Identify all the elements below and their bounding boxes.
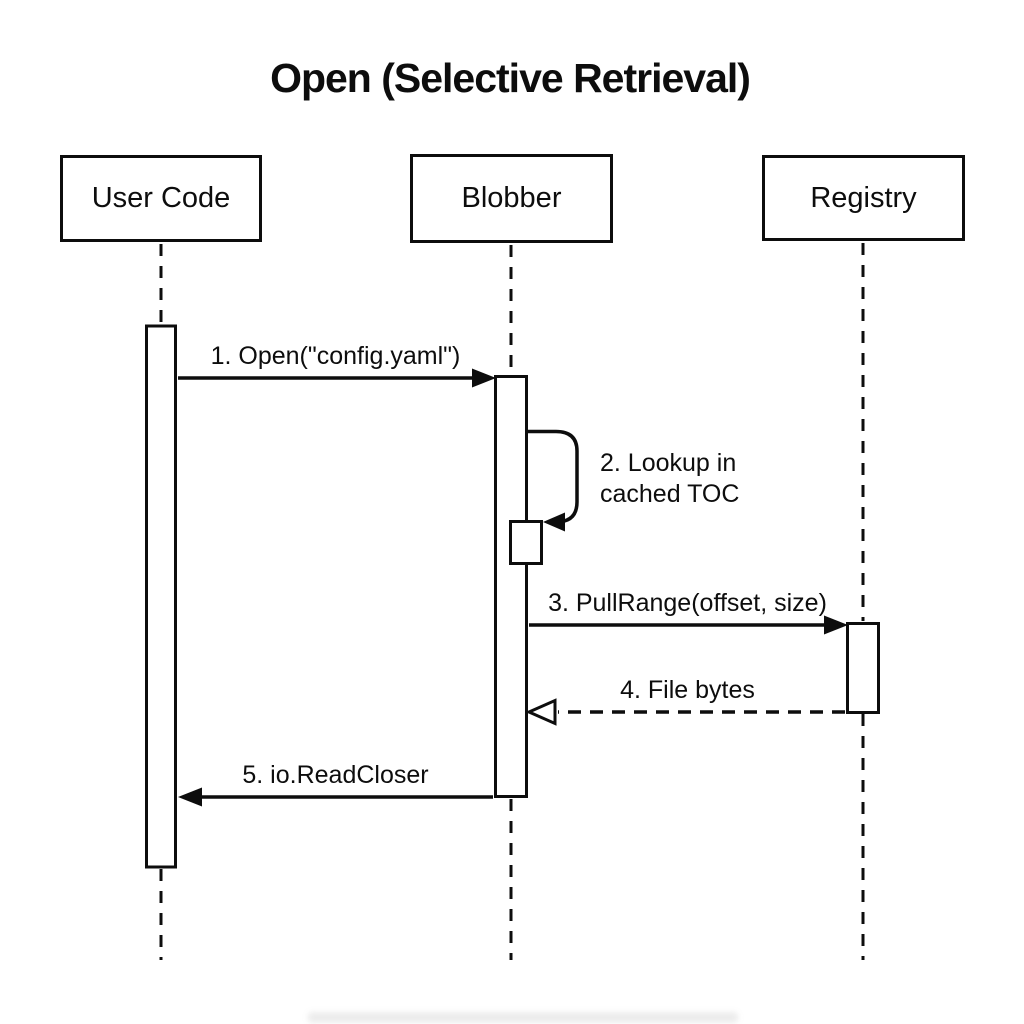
participant-registry: Registry	[762, 155, 965, 241]
cropped-text-artifact	[308, 1012, 738, 1023]
blobber-nested-activation	[509, 520, 543, 565]
message-1-arrowhead-icon	[472, 368, 496, 388]
participant-user-code: User Code	[60, 155, 262, 242]
message-2-self-loop-line	[527, 429, 579, 524]
blobber-activation	[494, 375, 528, 798]
message-3-label: 3. PullRange(offset, size)	[548, 589, 827, 617]
message-4-label: 4. File bytes	[620, 676, 755, 704]
participant-user-code-label: User Code	[91, 182, 231, 214]
message-4-open-arrowhead-icon	[525, 698, 557, 726]
participant-blobber: Blobber	[410, 154, 613, 243]
message-1-label: 1. Open("config.yaml")	[210, 342, 461, 370]
message-3-arrowhead-icon	[824, 615, 848, 635]
message-2-arrowhead-icon	[543, 512, 565, 532]
message-2-label: 2. Lookup in cached TOC	[600, 449, 740, 508]
diagram-title: Open (Selective Retrieval)	[270, 55, 751, 101]
registry-activation	[846, 622, 880, 714]
participant-blobber-label: Blobber	[461, 182, 562, 214]
user-code-activation	[145, 324, 177, 869]
message-5-label: 5. io.ReadCloser	[242, 761, 429, 789]
message-5-arrowhead-icon	[178, 787, 202, 807]
participant-registry-label: Registry	[810, 181, 917, 214]
